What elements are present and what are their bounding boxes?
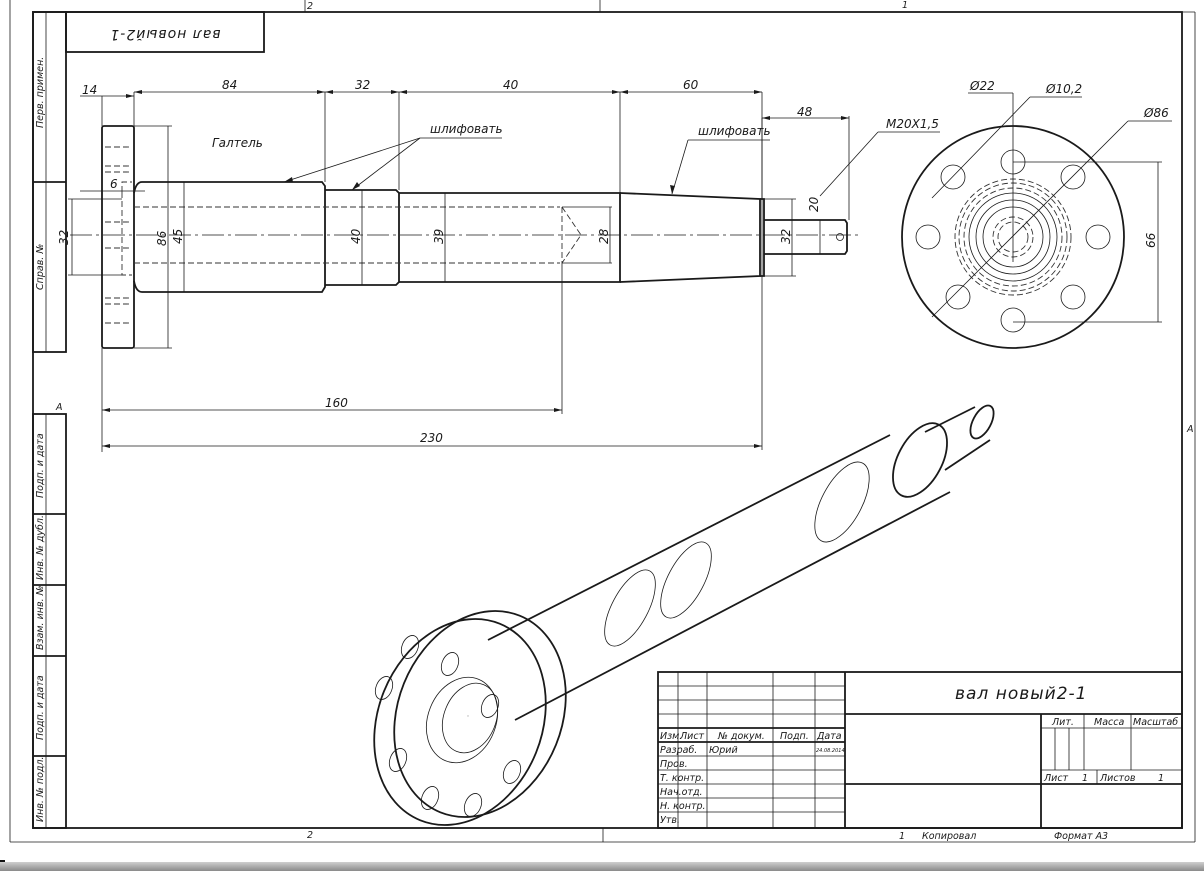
- tb-mass-label: Масса: [1094, 717, 1124, 728]
- note-thread: M20X1,5: [886, 117, 939, 131]
- end-dim-dia-10-2: Ø10,2: [1045, 82, 1082, 96]
- dim-dia-32-step: 32: [779, 229, 793, 244]
- dim-14: 14: [82, 83, 97, 97]
- tb-lit-label: Лит.: [1051, 717, 1074, 728]
- rotated-stamp-text: вал новый2-1: [109, 26, 220, 42]
- note-grind-2: шлифовать: [698, 124, 771, 138]
- tb-row-role-5: Утв.: [660, 815, 680, 826]
- dim-230: 230: [420, 431, 443, 445]
- tb-sheet-label: Лист: [1043, 773, 1069, 784]
- end-dim-66: 66: [1144, 232, 1158, 248]
- end-dim-dia-86: Ø86: [1143, 106, 1169, 120]
- zone-label-top-2: 2: [307, 1, 313, 12]
- zone-label-bottom-2: 2: [307, 830, 313, 841]
- left-cell-inv-podl: Инв. № подл.: [35, 756, 46, 822]
- tb-copied-num: 1: [899, 831, 905, 842]
- end-view: 66 Ø22 Ø10,2 Ø86: [901, 79, 1172, 349]
- dim-84: 84: [222, 78, 237, 92]
- dim-dia-28: 28: [597, 228, 611, 244]
- left-cell-podp-data-1: Подп. и дата: [35, 433, 46, 498]
- tb-row-role-3: Нач.отд.: [660, 787, 703, 798]
- tb-header-list: Лист: [679, 731, 705, 742]
- end-dim-dia-22: Ø22: [969, 79, 995, 93]
- dim-160: 160: [325, 396, 348, 410]
- dim-60: 60: [683, 78, 699, 92]
- left-cell-inv-dubl: Инв. № дубл.: [35, 515, 46, 580]
- tb-header-podp: Подп.: [780, 731, 809, 742]
- tb-header-date: Дата: [816, 731, 842, 742]
- tb-scale-label: Масштаб: [1133, 717, 1178, 728]
- front-view: 14 84 32 40 60 48 6 32 86 45 40 39 28 32…: [57, 78, 940, 452]
- dim-dia-86: 86: [155, 230, 169, 246]
- note-fillet: Галтель: [212, 136, 263, 150]
- dim-dia-40: 40: [349, 228, 363, 244]
- zone-label-right-a: A: [1186, 424, 1194, 435]
- rotated-stamp: вал новый2-1: [65, 11, 265, 53]
- tb-header-doc: № докум.: [717, 731, 765, 742]
- dim-dia-45: 45: [171, 229, 185, 244]
- dim-dia-39: 39: [432, 229, 446, 244]
- zone-label-top-1: 1: [902, 0, 908, 11]
- dim-40: 40: [503, 78, 519, 92]
- dim-32: 32: [355, 78, 370, 92]
- tb-drawing-name: вал новый2-1: [955, 684, 1087, 704]
- tb-row-name-0: Юрий: [709, 745, 738, 756]
- tb-row-role-2: Т. контр.: [660, 773, 704, 784]
- tb-header-izm: Изм.: [660, 731, 682, 742]
- zone-label-left-a: A: [55, 402, 63, 413]
- left-margin-columns: Перв. примен. Справ. № Подп. и дата Инв.…: [32, 11, 67, 829]
- tb-row-date-0: 24.08.2014: [816, 748, 845, 754]
- left-cell-perv-primen: Перв. примен.: [35, 57, 46, 128]
- tb-sheets-value: 1: [1158, 773, 1164, 784]
- left-cell-sprav-no: Справ. №: [35, 244, 46, 290]
- tb-sheet-value: 1: [1082, 773, 1088, 784]
- isometric-view: [373, 404, 995, 826]
- tb-row-role-0: Разраб.: [660, 745, 697, 756]
- left-cell-vzam-inv: Взам. инв. №: [35, 585, 46, 650]
- tb-copied-label: Копировал: [922, 831, 976, 842]
- left-cell-podp-data-2: Подп. и дата: [35, 675, 46, 740]
- tb-format-label: Формат А3: [1054, 831, 1108, 842]
- dim-dia-20: 20: [807, 196, 821, 212]
- tb-row-role-4: Н. контр.: [660, 801, 706, 812]
- tb-row-role-1: Пров.: [660, 759, 688, 770]
- note-grind-1: шлифовать: [430, 122, 503, 136]
- tb-sheets-label: Листов: [1099, 773, 1136, 784]
- dim-dia-32-bore: 32: [57, 230, 71, 245]
- title-block: Изм. Лист № докум. Подп. Дата Разраб. Юр…: [657, 671, 1183, 842]
- dim-6: 6: [110, 177, 118, 191]
- dim-48: 48: [797, 105, 813, 119]
- scan-edge-bar: [0, 862, 1204, 871]
